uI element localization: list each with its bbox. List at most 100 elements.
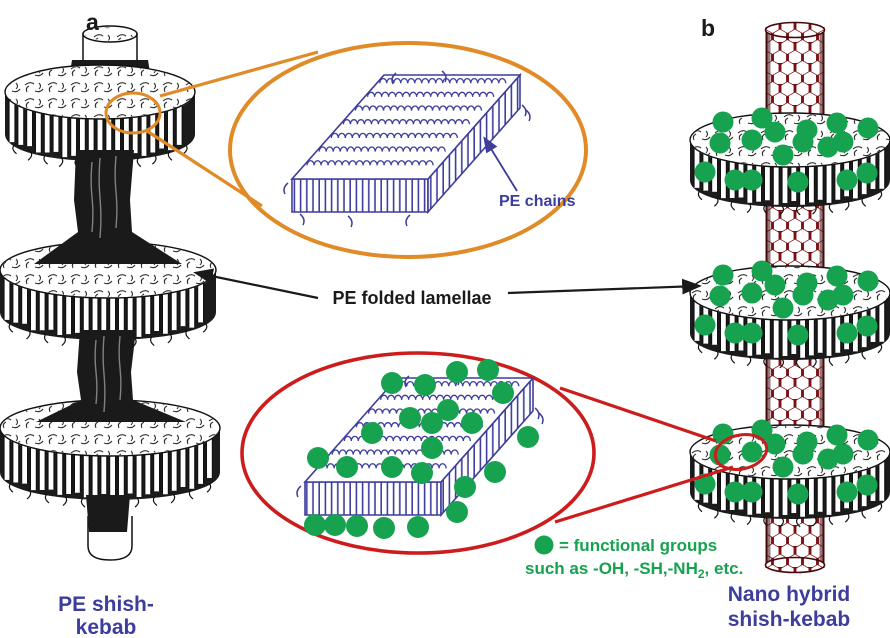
fringe — [828, 515, 834, 526]
fringe — [8, 322, 14, 333]
rod-streak — [102, 335, 106, 413]
pe-chains-label: PE chains — [499, 193, 576, 210]
functional-group-dot — [741, 282, 763, 304]
functional-group-dot — [857, 429, 879, 451]
nano-hybrid-discs — [689, 107, 890, 528]
functional-group-dot — [381, 456, 403, 478]
functional-group-dot — [741, 322, 763, 344]
fringe — [779, 205, 785, 216]
functional-group-dot — [411, 462, 433, 484]
functional-group-dot — [764, 274, 786, 296]
nanotube-top-rim — [764, 21, 826, 39]
lamellae-connector-lines — [193, 268, 702, 300]
functional-group-dot — [709, 132, 731, 154]
fringe — [779, 358, 785, 369]
fringe — [844, 200, 850, 211]
chain-end — [296, 485, 302, 498]
functional-group-dot — [764, 433, 786, 455]
fringe — [697, 190, 703, 201]
functional-group-dot — [407, 516, 429, 538]
red-inset-tangent-line — [554, 465, 734, 524]
functional-group-dot — [437, 399, 459, 421]
fringe — [877, 343, 883, 354]
fringe — [152, 496, 158, 507]
fringe — [152, 154, 157, 165]
functional-group-dot — [856, 474, 878, 496]
panel-label-a: a — [86, 9, 99, 35]
functional-group-dot — [454, 476, 476, 498]
fringe — [844, 353, 850, 364]
nanotube-bottom-rim — [764, 556, 826, 574]
fringe — [8, 482, 14, 493]
functional-group-dot — [836, 481, 858, 503]
functional-group-dot — [792, 443, 814, 465]
functional-group-dot — [712, 264, 734, 286]
functional-group-dot — [461, 412, 483, 434]
fringe — [730, 512, 736, 523]
functional-group-dot — [709, 285, 731, 307]
hybrid-lamella-disc-3 — [689, 424, 890, 528]
functional-group-dot — [399, 407, 421, 429]
chain-end — [404, 375, 410, 388]
chain-fold-row — [379, 78, 507, 84]
fringe — [43, 154, 48, 165]
chain-end — [405, 214, 411, 227]
lamellae-line-left — [193, 268, 319, 300]
fringe — [795, 205, 801, 216]
functional-group-dot — [826, 265, 848, 287]
fringe — [730, 353, 736, 364]
fringe — [202, 322, 208, 333]
legend-line2: such as -OH, -SH,-NH2, etc. — [525, 559, 743, 581]
fringe — [763, 204, 768, 215]
orange-inset-lamella-slab — [283, 70, 531, 228]
functional-group-dot — [446, 501, 468, 523]
functional-group-dot — [517, 426, 539, 448]
functional-group-dot — [832, 131, 854, 153]
functional-group-dot — [336, 456, 358, 478]
fringe — [861, 196, 867, 207]
chain-end — [283, 182, 289, 195]
functional-group-dot — [857, 270, 879, 292]
functional-group-dot — [724, 169, 746, 191]
functional-group-dot — [832, 284, 854, 306]
functional-group-dot — [724, 481, 746, 503]
functional-group-dot — [477, 359, 499, 381]
disc-top-texture — [6, 66, 194, 118]
rod-streak — [118, 335, 122, 401]
fringe — [746, 515, 752, 526]
fringe — [61, 336, 67, 347]
functional-group-dot — [373, 517, 395, 539]
red-inset-magnified-region — [713, 433, 769, 471]
fringe — [746, 356, 752, 367]
fringe — [746, 203, 752, 214]
functional-group-dot — [772, 144, 794, 166]
right-caption-line1: Nano hybrid — [728, 583, 851, 606]
functional-group-dot — [724, 322, 746, 344]
fringe — [188, 489, 194, 500]
functional-group-dot — [772, 456, 794, 478]
right-caption-line2: shish-kebab — [728, 608, 851, 631]
fringe — [763, 357, 768, 368]
functional-group-dot — [787, 483, 809, 505]
fringe — [763, 516, 768, 527]
chain-end — [441, 70, 447, 83]
fringe — [812, 516, 817, 527]
red-inset-tangent-line — [559, 386, 717, 443]
fringe — [795, 358, 801, 369]
red-magnifier-inset — [240, 351, 769, 555]
chain-end — [299, 213, 305, 226]
fringe — [136, 157, 142, 168]
functional-group-dot — [856, 162, 878, 184]
functional-group-dot — [792, 131, 814, 153]
slab-top-face — [290, 74, 522, 180]
functional-group-dot — [484, 461, 506, 483]
functional-group-dot — [787, 324, 809, 346]
functional-group-dot — [751, 107, 773, 129]
top-cap-texture — [85, 27, 135, 41]
fringe — [779, 517, 785, 528]
rod-streak — [98, 157, 102, 239]
functional-group-dot — [764, 121, 786, 143]
chain-end — [521, 104, 527, 117]
functional-group-dot — [346, 515, 368, 537]
